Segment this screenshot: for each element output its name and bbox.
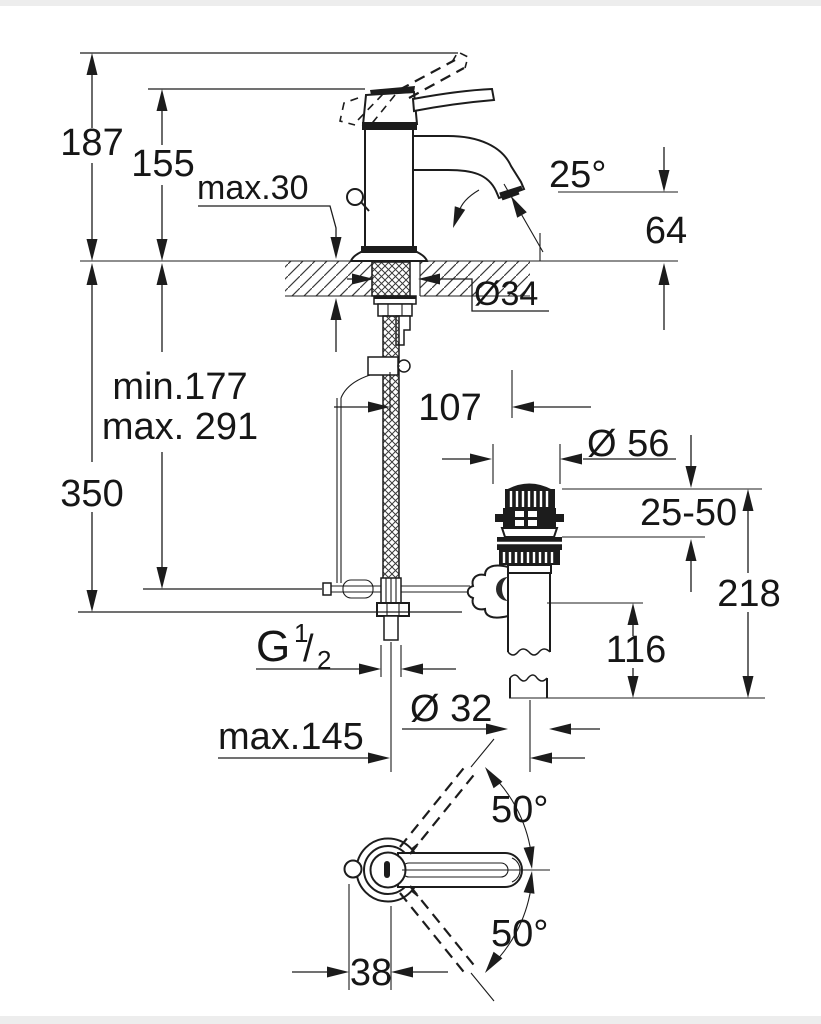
dim-tailpipe-length: 116 <box>606 629 667 671</box>
pop-up-waste-assembly <box>466 483 564 698</box>
thread-slash: / <box>303 628 314 670</box>
thread-numerator: 1 <box>294 618 308 648</box>
page-edge-bottom <box>0 1016 821 1024</box>
dimension-labels: 187 155 max.30 25° 64 Ø34 min.177 max. 2… <box>60 122 780 994</box>
dim-overall-height: 187 <box>60 122 123 164</box>
thread-denominator: 2 <box>317 645 331 675</box>
dim-hose-max: max. 291 <box>102 406 258 448</box>
dim-handle-swing-upper: 50° <box>491 789 548 831</box>
dim-rod-max-reach: max.145 <box>218 716 364 758</box>
dim-waste-pipe-diameter: Ø 32 <box>410 688 492 730</box>
dim-spout-to-waste-distance: 107 <box>418 387 481 429</box>
thread-g: G <box>256 622 290 671</box>
dim-basin-thickness-range: 25-50 <box>640 492 737 534</box>
dim-mounting-hole-diameter: Ø34 <box>474 275 538 313</box>
dim-body-height: 155 <box>131 143 194 185</box>
faucet-front-view <box>336 50 526 583</box>
dim-rod-offset: 38 <box>350 952 392 994</box>
dim-waste-flange-diameter: Ø 56 <box>587 423 669 465</box>
dim-deck-max-thickness: max.30 <box>197 169 309 207</box>
bottom-view-handle-swing <box>343 738 550 1002</box>
dim-spout-outlet-height: 64 <box>645 210 687 252</box>
dim-handle-swing-lower: 50° <box>491 913 548 955</box>
page-edge-top <box>0 0 821 6</box>
hose-connector <box>376 577 410 641</box>
dim-hose-min: min.177 <box>112 366 247 408</box>
dim-spout-angle: 25° <box>549 154 606 196</box>
dim-waste-overall-height: 218 <box>717 573 780 615</box>
dimension-annotations <box>78 52 765 990</box>
dim-hose-length: 350 <box>60 473 123 515</box>
dim-thread-size: G 1 / 2 <box>256 618 331 675</box>
